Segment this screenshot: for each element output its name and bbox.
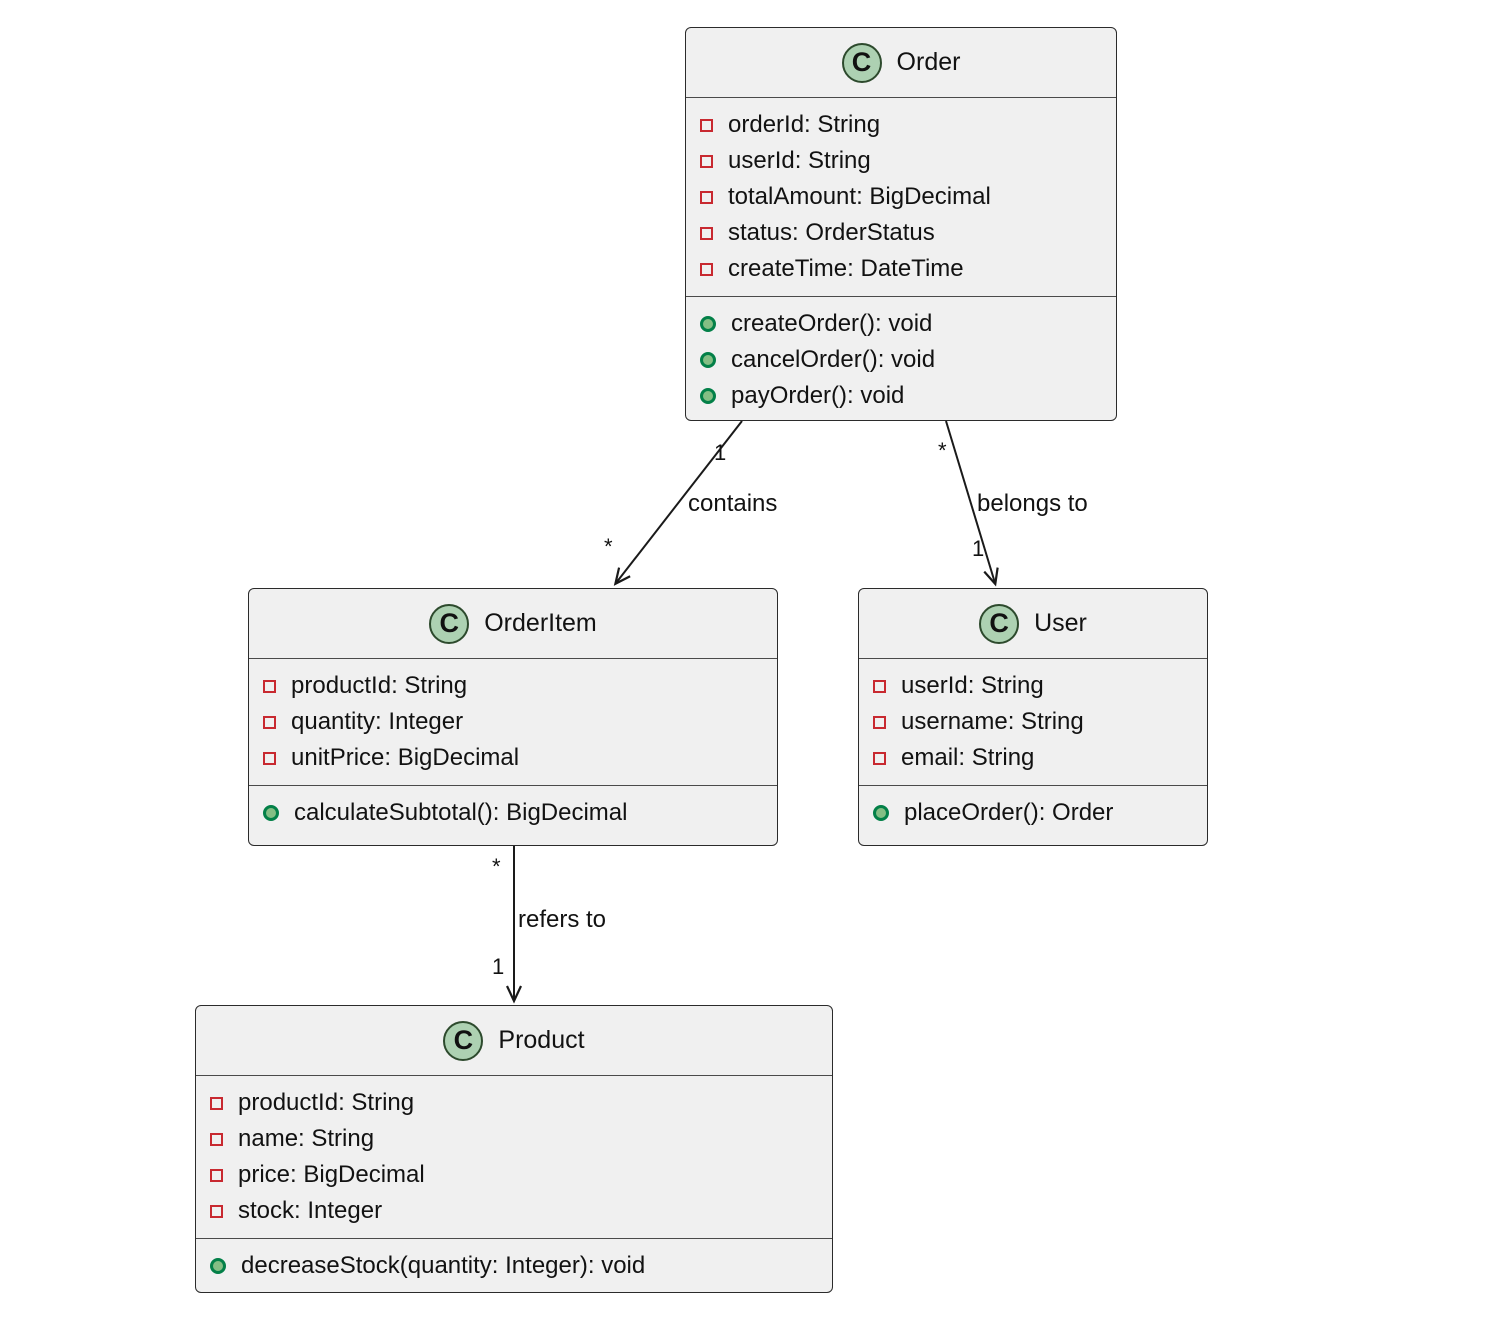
field-icon [263, 751, 276, 765]
field-icon [210, 1168, 223, 1182]
attribute-row: status: OrderStatus [700, 215, 1102, 251]
method-icon [210, 1258, 226, 1274]
field-icon [210, 1096, 223, 1110]
field-icon [873, 715, 886, 729]
method-text: createOrder(): void [731, 310, 933, 337]
edge-label-belongs-to: belongs to [977, 490, 1088, 517]
attribute-text: totalAmount: BigDecimal [728, 183, 991, 210]
method-icon [873, 805, 889, 821]
method-text: placeOrder(): Order [904, 799, 1114, 826]
methods-section-product: decreaseStock(quantity: Integer): void [196, 1238, 832, 1292]
multiplicity-product-end-refersto: 1 [492, 954, 505, 979]
class-title: Order [896, 48, 961, 76]
attributes-section-orderitem: productId: String quantity: Integer unit… [249, 659, 777, 785]
class-header-user: C User [859, 589, 1207, 659]
attributes-section-order: orderId: String userId: String totalAmou… [686, 98, 1116, 296]
attribute-row: userId: String [873, 668, 1193, 704]
method-row: decreaseStock(quantity: Integer): void [210, 1248, 818, 1284]
attribute-row: createTime: DateTime [700, 251, 1102, 287]
methods-section-orderitem: calculateSubtotal(): BigDecimal [249, 785, 777, 840]
method-icon [700, 316, 716, 332]
attribute-row: orderId: String [700, 107, 1102, 143]
class-header-order: C Order [686, 28, 1116, 98]
method-row: calculateSubtotal(): BigDecimal [263, 795, 763, 831]
attribute-text: createTime: DateTime [728, 255, 964, 282]
multiplicity-orderitem-end-contains: * [604, 534, 613, 559]
method-text: decreaseStock(quantity: Integer): void [241, 1252, 646, 1279]
method-text: cancelOrder(): void [731, 346, 936, 373]
multiplicity-orderitem-end-refersto: * [492, 854, 501, 879]
class-box-user: C User userId: String username: String e… [858, 588, 1208, 846]
attribute-text: status: OrderStatus [728, 219, 935, 246]
field-icon [700, 154, 713, 168]
method-icon [263, 805, 279, 821]
class-icon: C [841, 42, 882, 83]
field-icon [263, 679, 276, 693]
attribute-text: orderId: String [728, 111, 881, 138]
attribute-row: userId: String [700, 143, 1102, 179]
attribute-text: username: String [901, 708, 1084, 735]
attribute-text: name: String [238, 1125, 375, 1152]
field-icon [210, 1204, 223, 1218]
methods-section-user: placeOrder(): Order [859, 785, 1207, 840]
attribute-text: userId: String [728, 147, 871, 174]
field-icon [873, 751, 886, 765]
method-text: calculateSubtotal(): BigDecimal [294, 799, 628, 826]
attribute-text: email: String [901, 744, 1035, 771]
method-icon [700, 388, 716, 404]
attributes-section-product: productId: String name: String price: Bi… [196, 1076, 832, 1238]
attributes-section-user: userId: String username: String email: S… [859, 659, 1207, 785]
attribute-row: productId: String [210, 1085, 818, 1121]
method-row: createOrder(): void [700, 306, 1102, 342]
class-header-orderitem: C OrderItem [249, 589, 777, 659]
attribute-row: email: String [873, 740, 1193, 776]
field-icon [700, 226, 713, 240]
class-box-order: C Order orderId: String userId: String t… [685, 27, 1117, 421]
attribute-row: quantity: Integer [263, 704, 763, 740]
method-row: payOrder(): void [700, 378, 1102, 414]
class-title: OrderItem [484, 609, 597, 637]
field-icon [700, 262, 713, 276]
attribute-text: unitPrice: BigDecimal [291, 744, 520, 771]
class-icon: C [443, 1020, 484, 1061]
attribute-text: quantity: Integer [291, 708, 464, 735]
attribute-text: userId: String [901, 672, 1044, 699]
class-icon: C [429, 603, 470, 644]
field-icon [873, 679, 886, 693]
field-icon [210, 1132, 223, 1146]
multiplicity-user-end-belongsto: 1 [972, 536, 985, 561]
class-icon: C [979, 603, 1020, 644]
attribute-row: username: String [873, 704, 1193, 740]
attribute-text: productId: String [238, 1089, 415, 1116]
class-box-product: C Product productId: String name: String… [195, 1005, 833, 1293]
field-icon [263, 715, 276, 729]
multiplicity-order-end-belongsto: * [938, 438, 947, 463]
attribute-row: totalAmount: BigDecimal [700, 179, 1102, 215]
method-row: cancelOrder(): void [700, 342, 1102, 378]
attribute-text: price: BigDecimal [238, 1161, 425, 1188]
class-title: Product [498, 1026, 585, 1054]
class-header-product: C Product [196, 1006, 832, 1076]
attribute-row: name: String [210, 1121, 818, 1157]
attribute-text: stock: Integer [238, 1197, 383, 1224]
multiplicity-order-end-contains: 1 [714, 440, 727, 465]
method-row: placeOrder(): Order [873, 795, 1193, 831]
methods-section-order: createOrder(): void cancelOrder(): void … [686, 296, 1116, 420]
method-text: payOrder(): void [731, 382, 905, 409]
field-icon [700, 118, 713, 132]
attribute-row: unitPrice: BigDecimal [263, 740, 763, 776]
method-icon [700, 352, 716, 368]
field-icon [700, 190, 713, 204]
class-box-orderitem: C OrderItem productId: String quantity: … [248, 588, 778, 846]
attribute-row: stock: Integer [210, 1193, 818, 1229]
attribute-text: productId: String [291, 672, 468, 699]
edge-label-refers-to: refers to [518, 906, 607, 933]
class-title: User [1034, 609, 1087, 637]
attribute-row: price: BigDecimal [210, 1157, 818, 1193]
edge-label-contains: contains [688, 490, 778, 517]
attribute-row: productId: String [263, 668, 763, 704]
